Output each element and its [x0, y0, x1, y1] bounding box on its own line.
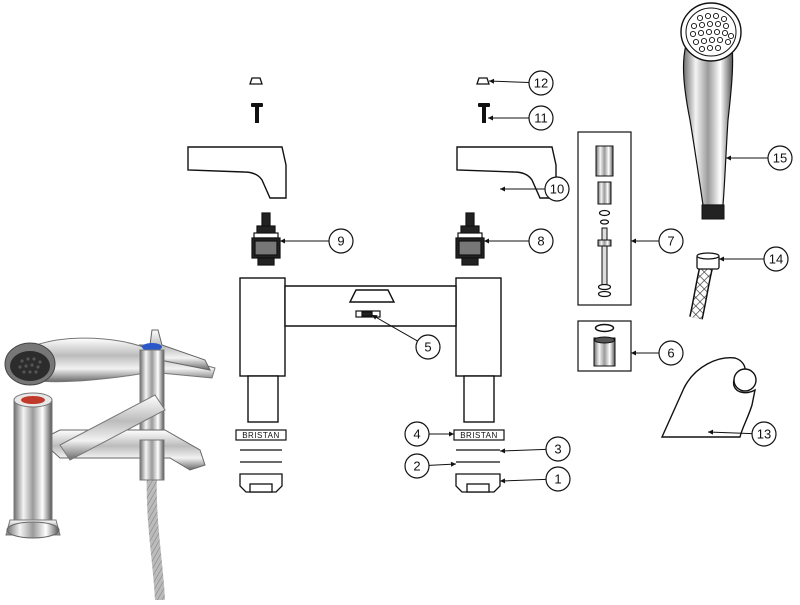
mixer-body — [239, 277, 502, 423]
leader-arrow-9 — [280, 238, 285, 244]
part-7-diverter-assembly — [577, 131, 632, 306]
leader-arrow-10 — [500, 186, 505, 192]
callout-circle-11 — [528, 105, 554, 131]
callout-number-10: 10 — [550, 182, 564, 197]
callout-number-8: 8 — [537, 234, 544, 249]
callout-number-13: 13 — [757, 427, 771, 442]
leader-arrow-1 — [500, 478, 506, 484]
part-9-cartridge — [251, 212, 281, 266]
leader-line-5 — [371, 314, 418, 342]
part-10-lever-handle — [187, 146, 557, 199]
callout-number-14: 14 — [769, 252, 783, 267]
callout-circle-13 — [751, 421, 777, 447]
part-14-shower-hose — [689, 252, 720, 320]
leader-arrow-15 — [726, 155, 731, 161]
leader-arrow-14 — [719, 256, 724, 262]
brand-label-left: BRISTAN — [242, 431, 280, 440]
part-12-indicator-cap — [249, 77, 490, 85]
part-8-cartridge — [455, 212, 485, 266]
leader-line-13 — [707, 431, 753, 435]
callout-number-4: 4 — [413, 427, 420, 442]
callout-circle-10 — [544, 176, 570, 202]
callout-circle-2 — [404, 453, 430, 479]
callout-number-7: 7 — [667, 234, 674, 249]
leader-lines — [280, 78, 768, 484]
leader-arrow-12 — [489, 78, 495, 84]
callout-circle-12 — [528, 70, 554, 96]
leader-arrow-13 — [708, 429, 714, 435]
callout-number-3: 3 — [554, 442, 561, 457]
leader-arrow-7 — [631, 238, 636, 244]
callout-circle-14 — [763, 246, 789, 272]
callout-circle-4 — [404, 421, 430, 447]
callout-number-11: 11 — [534, 111, 548, 126]
leader-arrow-3 — [500, 448, 506, 454]
callout-circle-5 — [415, 334, 441, 360]
callout-number-15: 15 — [773, 151, 787, 166]
leader-arrow-2 — [450, 461, 456, 467]
leader-arrow-5 — [372, 315, 378, 320]
brand-label-right: BRISTAN — [460, 431, 498, 440]
callout-number-5: 5 — [424, 340, 431, 355]
callout-circle-3 — [545, 436, 571, 462]
part-15-shower-handset — [680, 2, 742, 220]
leader-line-12 — [488, 80, 530, 84]
part-6-seal-set — [577, 320, 632, 372]
leader-arrow-11 — [488, 115, 493, 121]
callout-circle-1 — [545, 466, 571, 492]
leader-arrow-4 — [449, 431, 454, 437]
callout-number-1: 1 — [554, 472, 561, 487]
part-1-back-nut — [239, 473, 501, 493]
product-photo — [4, 329, 216, 601]
leader-arrow-6 — [631, 350, 636, 356]
part-4-brand-plate — [235, 429, 505, 441]
part-5-diverter-knob — [355, 310, 381, 318]
callout-number-6: 6 — [667, 346, 674, 361]
callout-circle-15 — [767, 145, 793, 171]
callout-number-2: 2 — [413, 459, 420, 474]
leader-line-3 — [499, 448, 547, 452]
callout-number-12: 12 — [534, 76, 548, 91]
part-13-handset-cradle — [660, 357, 757, 438]
callout-circle-8 — [528, 228, 554, 254]
callout-circle-6 — [658, 340, 684, 366]
leader-arrow-8 — [484, 238, 489, 244]
callout-circle-9 — [328, 228, 354, 254]
callout-number-9: 9 — [337, 234, 344, 249]
callout-circle-7 — [658, 228, 684, 254]
part-11-handle-screw — [251, 103, 490, 123]
leader-line-1 — [499, 478, 547, 482]
